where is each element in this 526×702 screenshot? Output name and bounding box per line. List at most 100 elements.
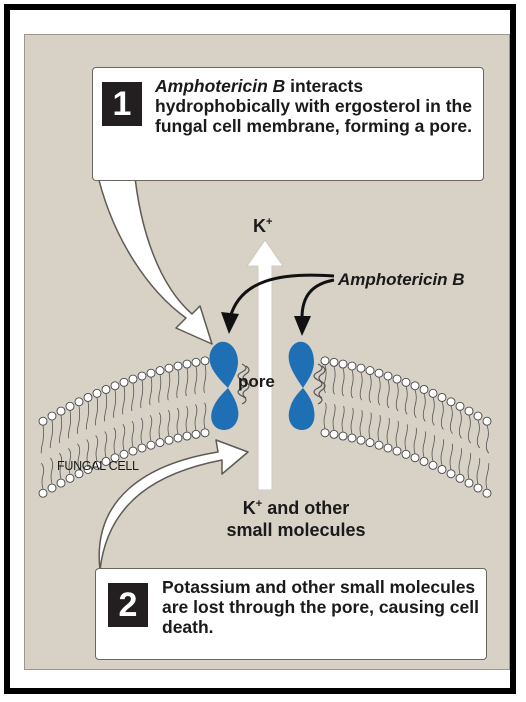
lipid-tail [204,403,206,429]
step-2-text: Potassium and other small molecules are … [162,577,480,637]
lipid-head [138,444,146,452]
lipid-head [147,441,155,449]
lipid-tail [159,375,161,403]
lipid-head [420,385,428,393]
lipid-tail [333,404,335,430]
lipid-head [183,432,191,440]
lipid-head [420,457,428,465]
lipid-tail [59,415,61,443]
drug-pointer-arrowhead-right [294,316,311,336]
lipid-head [84,393,92,401]
lipid-tail [468,415,470,443]
lipid-tail [159,413,161,439]
lipid-tail [141,418,143,444]
lipid-head [156,439,164,447]
lipid-head [456,474,464,482]
lipid-tail [468,453,471,479]
lipid-head [375,441,383,449]
lipid-tail [333,366,335,394]
lipid-head [357,436,365,444]
lipid-tail [432,397,434,425]
lipid-tail [450,444,453,470]
lipid-head [39,417,47,425]
lipid-head [111,382,119,390]
lipid-tail [459,410,461,438]
lipid-tail [177,408,179,434]
lipid-tail [204,365,206,393]
lipid-head [147,369,155,377]
lipid-head [348,362,356,370]
lipid-tail [195,366,197,394]
lipid-tail [177,370,179,398]
lipid-tail [195,404,197,430]
lipid-tail [105,431,107,457]
lipid-head [438,465,446,473]
lipid-head [483,489,491,497]
lipid-head [120,378,128,386]
lipid-tail [141,380,143,408]
lipid-head [66,402,74,410]
lipid-tail [68,410,70,438]
lipid-tail [405,424,407,450]
lipid-head [66,474,74,482]
lipid-tail [432,435,435,461]
lipid-tail [168,372,170,400]
lipid-tail [186,368,188,396]
lipid-head [375,369,383,377]
lipid-head [156,367,164,375]
step-2-badge: 2 [108,583,148,627]
lipid-tail [387,418,389,444]
lipid-tail [396,421,398,447]
lipid-head [120,450,128,458]
lipid-head [102,385,110,393]
lipid-head [165,436,173,444]
lipid-tail [86,401,88,429]
lipid-tail [378,415,380,441]
lipid-tail [114,390,116,418]
lipid-head [429,461,437,469]
lipid-head [411,382,419,390]
lipid-tail [50,420,52,448]
lipid-tail [477,458,480,484]
lipid-tail [414,428,416,454]
lipid-head [321,357,329,365]
lipid-head [201,357,209,365]
lipid-head [357,364,365,372]
lipid-head [174,362,182,370]
lipid-head [201,429,209,437]
step-1-drug-name: Amphotericin B [155,76,285,96]
lipid-head [402,378,410,386]
lipid-head [330,358,338,366]
lipid-head [57,407,65,415]
lipid-tail [132,421,134,447]
step-1-text: Amphotericin B interacts hydrophobically… [155,76,475,136]
potassium-ion-label: K+ [253,216,272,237]
lipid-tail [123,424,125,450]
lipid-head [48,412,56,420]
lipid-head [183,360,191,368]
lipid-tail [423,393,425,421]
lipid-head [330,430,338,438]
lipid-head [456,402,464,410]
lipid-tail [324,403,326,429]
lipid-head [192,358,200,366]
lipid-head [465,479,473,487]
lipid-tail [132,383,134,411]
lipid-tail [387,380,389,408]
lipid-head [474,412,482,420]
lipid-head [129,375,137,383]
lipid-head [483,417,491,425]
lipid-tail [95,397,97,425]
lipid-tail [123,386,125,414]
amphotericin-molecule-right [289,342,315,430]
lipid-tail [342,368,344,396]
fungal-cell-label: FUNGAL CELL [57,459,139,473]
lipid-tail [77,406,79,434]
callout-box-step-2: 2 Potassium and other small molecules ar… [95,568,487,660]
lipid-tail [150,377,152,405]
lipid-tail [114,428,116,454]
lipid-tail [450,406,452,434]
lipid-tail [459,448,462,474]
lipid-tail [96,435,98,461]
lipid-tail [405,386,407,414]
